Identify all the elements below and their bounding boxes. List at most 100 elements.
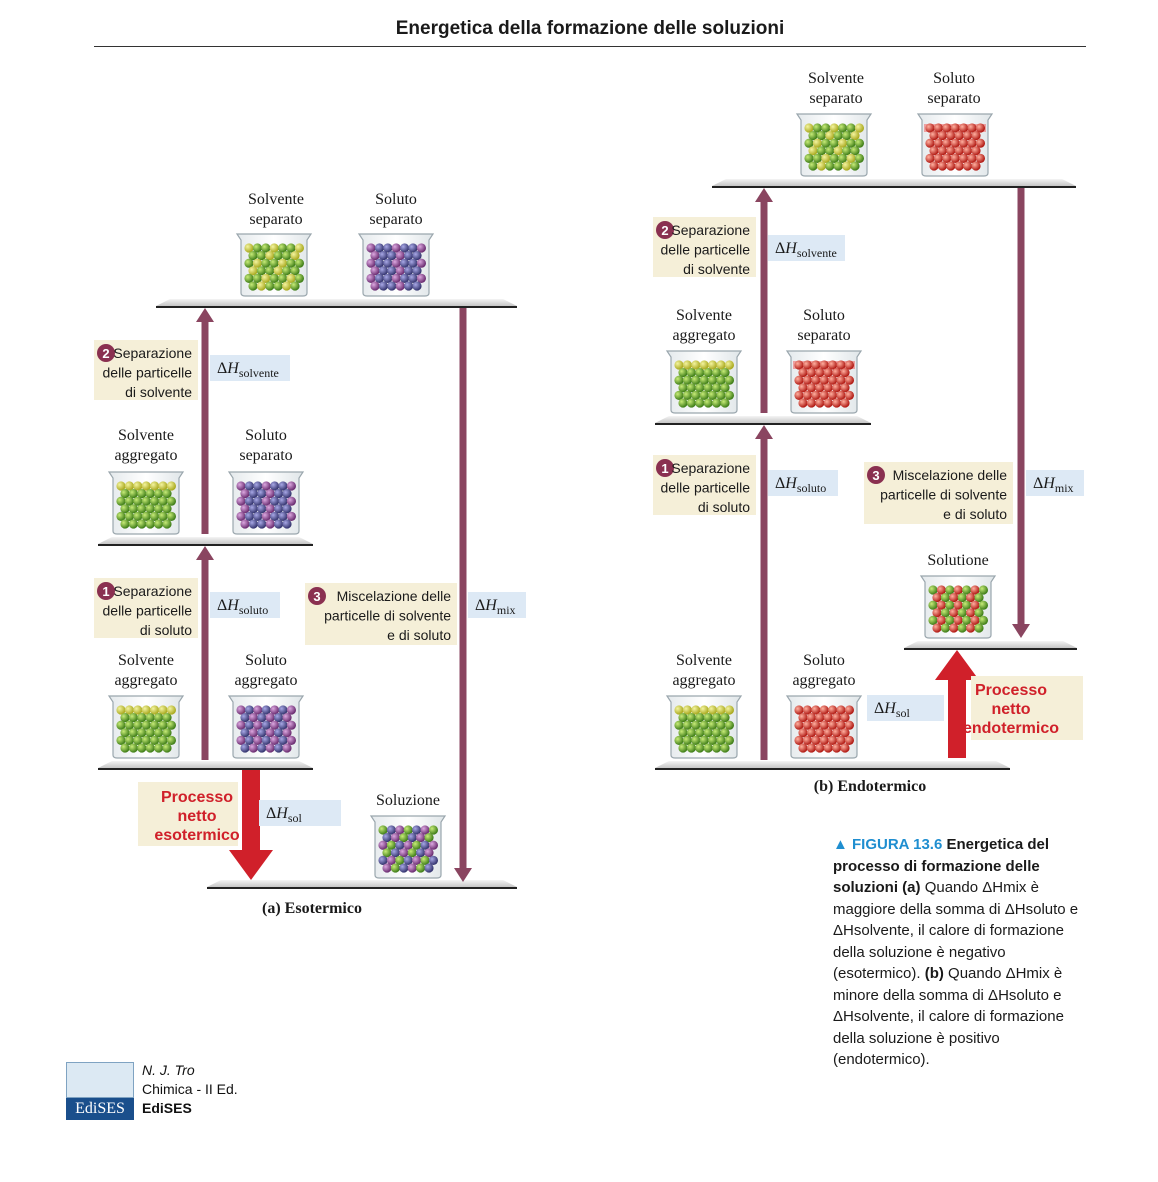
a-beaker-bot-solute-particle	[270, 735, 280, 746]
a-beaker-top-solvent-particle	[265, 266, 275, 276]
b-beaker-top-solvent-particle	[821, 123, 831, 133]
a-step3-line2: particelle di solvente	[324, 608, 451, 624]
a-label-mid-solute-line1: Soluto	[245, 427, 287, 444]
b-beaker-solution-particle	[957, 623, 967, 633]
b-beaker-mid-solute-particle	[811, 375, 821, 385]
a-beaker-mid-solute-particle	[244, 496, 254, 506]
b-beaker-solution-particle	[945, 585, 955, 595]
a-step2-line3: di solvente	[125, 384, 192, 400]
b-beaker-bot-solute-particle	[819, 735, 829, 746]
b-beaker-solution-particle	[953, 585, 963, 595]
b-beaker-mid-solvent-particle	[712, 383, 722, 393]
a-beaker-bot-solvent-particle	[158, 705, 168, 715]
b-beaker-bot-solute-particle	[828, 735, 838, 746]
b-label-mid-solute-line2: separato	[797, 327, 850, 344]
a-beaker-bot-solute-particle	[240, 728, 250, 738]
b-beaker-mid-solute-particle	[806, 368, 817, 378]
a-beaker-solution-particle	[399, 863, 409, 873]
a-beaker-bot-solute-particle	[244, 735, 254, 746]
b-beaker-top-solute-particle	[929, 161, 939, 171]
a-beaker-top-solute-particle	[378, 266, 388, 276]
a-beaker-mid-solvent-particle	[150, 481, 160, 491]
a-beaker-bot-solute-particle	[274, 728, 284, 738]
a-beaker-solution-particle	[395, 825, 405, 835]
a-beaker-top-solute-particle	[412, 251, 422, 261]
b-beaker-bot-solvent-particle	[720, 728, 730, 738]
b-beaker-top-solvent-particle	[804, 138, 814, 148]
a-beaker-mid-solute-particle	[265, 504, 275, 514]
a-label-solution: Soluzione	[376, 792, 440, 809]
b-beaker-top-solvent-particle	[838, 153, 848, 163]
b-beaker-top-solvent-particle	[812, 153, 823, 163]
b-arrow-step2-shaft	[760, 200, 768, 413]
b-beaker-mid-solvent-particle	[686, 368, 697, 378]
b-beaker-bot-solute-particle	[819, 720, 829, 730]
a-beaker-top-solvent-particle	[273, 251, 283, 261]
b-beaker-bot-solute-particle	[815, 743, 825, 753]
b-beaker-top-solvent-particle	[829, 138, 839, 148]
a-beaker-bot-solvent-particle	[150, 720, 160, 730]
b-dh-sol-box	[867, 695, 944, 721]
a-beaker-mid-solute-particle	[286, 511, 296, 521]
a-beaker-mid-solute-particle	[282, 519, 292, 529]
b-beaker-top-solvent-particle	[842, 131, 852, 141]
a-step2-line1: Separazione	[113, 345, 192, 361]
b-beaker-bot-solvent-particle	[695, 728, 705, 738]
b-beaker-mid-solvent-particle	[691, 360, 701, 370]
a-beaker-solution-particle	[424, 848, 434, 858]
a-beaker-solution-particle	[399, 848, 409, 858]
a-beaker-mid-solute-particle	[278, 511, 288, 521]
b-beaker-bot-solute-particle	[840, 728, 850, 738]
b-beaker-mid-solute-particle	[794, 360, 804, 370]
a-beaker-mid-solute-particle	[261, 481, 271, 491]
b-beaker-mid-solute-particle	[794, 375, 804, 385]
b-label-bot-solute-line1: Soluto	[803, 652, 845, 669]
b-beaker-bot-solute-particle	[832, 743, 842, 753]
a-beaker-mid-solute-particle	[282, 489, 292, 499]
b-beaker-top-solute-particle	[967, 123, 977, 133]
a-step3-badge	[308, 587, 326, 605]
b-beaker-bot-solute-particle	[828, 720, 838, 730]
b-beaker-bot-solute-particle	[844, 705, 855, 715]
a-beaker-mid-solvent-particle	[166, 511, 176, 521]
b-beaker-mid-solute-particle	[836, 360, 846, 370]
b-beaker-top-solute-particle	[933, 153, 944, 163]
a-beaker-top-solvent-particle	[290, 266, 300, 276]
b-beaker-mid-solute-particle	[840, 398, 850, 408]
b-beaker-solution-particle	[974, 593, 984, 603]
b-beaker-top-solvent-particle	[833, 131, 843, 141]
b-beaker-mid-solvent-particle	[695, 383, 705, 393]
b-beaker-mid-solute-particle	[802, 390, 813, 400]
b-beaker-mid-solvent-particle	[716, 375, 726, 385]
a-beaker-bot-solute-particle	[270, 705, 280, 715]
a-beaker-bot-solvent-particle	[141, 735, 151, 746]
b-beaker-top-solute-particle	[971, 161, 981, 171]
a-beaker-bot-solute-particle	[240, 713, 250, 723]
a-beaker-solution-particle	[407, 863, 417, 873]
b-beaker-top-solute-particle	[967, 153, 977, 163]
b-beaker-mid-solute	[785, 350, 863, 414]
b-beaker-mid-solvent-particle	[682, 360, 693, 370]
b-beaker-top-solute	[916, 113, 994, 177]
b-beaker-mid-solvent-particle	[691, 390, 701, 400]
b-beaker-solution-particle	[953, 615, 963, 626]
a-beaker-solution-particle	[386, 825, 396, 835]
b-beaker-bot-solute-particle	[823, 728, 833, 738]
b-beaker-top-solvent-particle	[850, 161, 860, 171]
a-label-mid-solvent-line1: Solvente	[118, 427, 174, 444]
b-step2-badge	[656, 221, 674, 239]
a-label-mid-solvent-line2: aggregato	[114, 447, 177, 464]
b-beaker-bot-solvent-particle	[712, 743, 722, 753]
b-beaker-bot-solvent-particle	[674, 705, 684, 715]
b-label-bot-solute-line2: aggregato	[792, 672, 855, 689]
b-step3-box	[864, 462, 1013, 524]
a-beaker-solution-particle	[416, 863, 426, 873]
a-beaker-bot-solute-particle	[278, 705, 288, 715]
a-beaker-top-solute-particle	[378, 251, 388, 261]
a-beaker-mid-solute-particle	[240, 519, 250, 529]
b-beaker-solution-particle	[962, 615, 972, 626]
a-beaker-mid-solute-particle	[240, 504, 250, 514]
b-dh-mix-text: ΔHmix	[1033, 475, 1074, 495]
a-beaker-mid-solute-particle	[265, 489, 275, 499]
figure-caption: ▲ FIGURA 13.6 Energetica del processo di…	[833, 834, 1095, 1071]
